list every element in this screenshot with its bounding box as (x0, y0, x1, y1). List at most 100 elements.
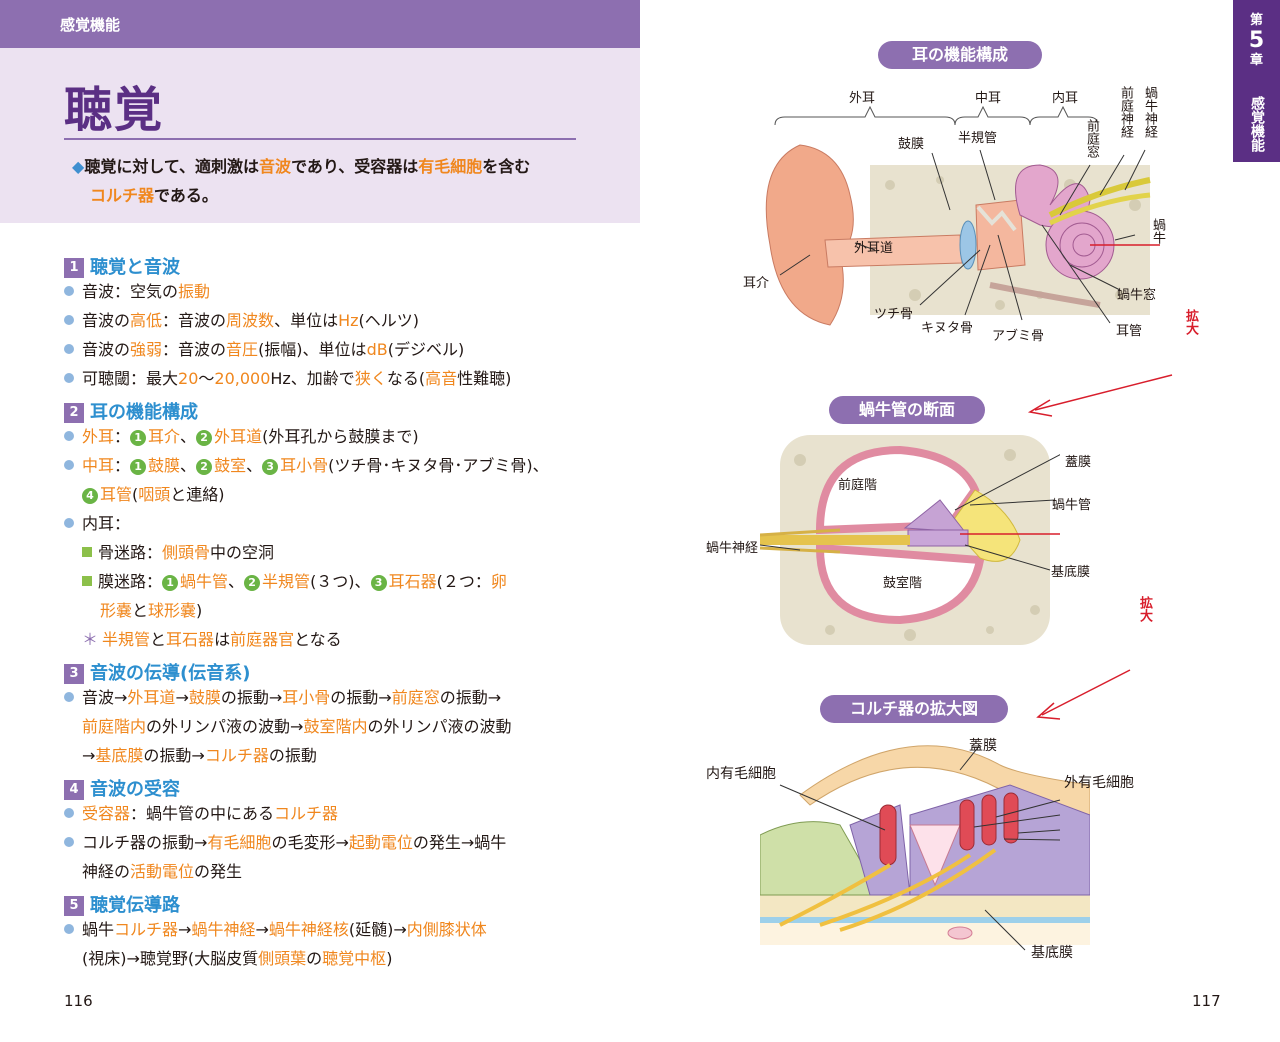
section-title: 音波の伝導(伝音系) (90, 663, 251, 684)
list-item: 可聴閾：最大20〜20,000Hz、加齢で狭くなる(高音性難聴) (64, 369, 511, 389)
zoom-arrow (1027, 374, 1173, 417)
label-cochlea: 蝸牛 (1150, 218, 1165, 244)
label-semicircular-canals: 半規管 (958, 131, 998, 146)
bullet-icon (64, 373, 74, 383)
list-item: 内耳： (64, 514, 130, 534)
page-number: 117 (1192, 992, 1221, 1010)
list-item: 音波：空気の振動 (64, 282, 210, 302)
list-item: コルチ器の振動→有毛細胞の毛変形→起動電位の発生→蝸牛 (64, 833, 506, 853)
section-heading: 2 耳の機能構成 (64, 398, 198, 423)
list-item: 神経の活動電位の発生 (82, 862, 243, 881)
list-item: 骨迷路：側頭骨中の空洞 (82, 543, 274, 563)
label-middle-ear: 中耳 (975, 91, 1002, 106)
label-vestibular-window: 前庭窓 (1084, 119, 1099, 158)
summary-highlight: 音波 (259, 157, 292, 176)
summary-highlight: コルチ器 (90, 186, 155, 205)
cochlear-duct-diagram (760, 435, 1060, 645)
bullet-icon (64, 692, 74, 702)
zoom-arrow (1036, 669, 1131, 720)
label-cochlear-nerve: 蝸牛神経 (706, 541, 759, 556)
section-number: 2 (64, 403, 84, 423)
summary-text: 聴覚に対して、適刺激は (84, 157, 260, 176)
label-incus: キヌタ骨 (921, 321, 974, 336)
label-stapes: アブミ骨 (992, 329, 1045, 344)
section-number: 4 (64, 780, 84, 800)
label-tectorial-membrane: 蓋膜 (969, 738, 997, 754)
bullet-icon (64, 431, 74, 441)
label-outer-ear: 外耳 (849, 91, 876, 106)
label-malleus: ツチ骨 (874, 307, 914, 322)
label-inner-hair-cell: 内有毛細胞 (706, 766, 776, 782)
label-tectorial-membrane: 蓋膜 (1065, 455, 1092, 470)
list-item: (視床)→聴覚野(大脳皮質側頭葉の聴覚中枢) (82, 949, 393, 968)
list-item: 音波→外耳道→鼓膜の振動→耳小骨の振動→前庭窓の振動→ (64, 688, 501, 708)
summary-text: である。 (154, 186, 218, 205)
chapter-number: 5 (1248, 28, 1265, 53)
square-bullet-icon (82, 576, 92, 586)
list-item: 受容器：蝸牛管の中にあるコルチ器 (64, 804, 338, 824)
page-title: 聴覚 (64, 82, 165, 138)
section-title: 聴覚伝導路 (90, 895, 180, 916)
bullet-icon (64, 518, 74, 528)
section-heading: 3 音波の伝導(伝音系) (64, 659, 251, 684)
label-basilar-membrane: 基底膜 (1031, 945, 1073, 961)
label-scala-vestibuli: 前庭階 (838, 478, 878, 493)
label-cochlear-duct: 蝸牛管 (1052, 498, 1092, 513)
bullet-icon (64, 315, 74, 325)
list-item: 形嚢と球形嚢) (100, 601, 203, 620)
bullet-icon (64, 837, 74, 847)
section-number: 1 (64, 258, 84, 278)
chapter-suffix: 章 (1249, 53, 1263, 68)
page-number: 116 (64, 992, 93, 1010)
header-band (0, 0, 640, 48)
chapter-tab (1233, 0, 1280, 162)
summary: ◆聴覚に対して、適刺激は音波であり、受容器は有毛細胞を含む コルチ器である。 (72, 152, 592, 210)
figure-title: 蝸牛管の断面 (829, 396, 985, 424)
zoom-label: 拡大 (1137, 596, 1152, 622)
bullet-icon (64, 286, 74, 296)
label-eustachian-tube: 耳管 (1116, 324, 1143, 339)
bullet-icon (64, 808, 74, 818)
list-item: 音波の強弱：音波の音圧(振幅)、単位はdB(デジベル) (64, 340, 464, 360)
label-vestibular-nerve: 前庭神経 (1118, 86, 1133, 138)
figure-title: 耳の機能構成 (878, 41, 1042, 69)
square-bullet-icon (82, 547, 92, 557)
section-number: 3 (64, 664, 84, 684)
bullet-icon (64, 460, 74, 470)
section-heading: 4 音波の受容 (64, 775, 180, 800)
list-item: 蝸牛コルチ器→蝸牛神経→蝸牛神経核(延髄)→内側膝状体 (64, 920, 487, 940)
section-heading: 1 聴覚と音波 (64, 253, 180, 278)
ear-diagram (765, 105, 1160, 326)
label-scala-tympani: 鼓室階 (883, 576, 923, 591)
chapter-side-title: 感覚機能 (1249, 96, 1265, 152)
label-outer-hair-cell: 外有毛細胞 (1064, 775, 1134, 791)
label-round-window: 蝸牛窓 (1117, 288, 1157, 303)
section-title: 耳の機能構成 (90, 402, 198, 423)
section-title: 音波の受容 (90, 779, 180, 800)
section-title: 聴覚と音波 (90, 257, 180, 278)
label-ear-canal: 外耳道 (854, 241, 894, 256)
section-number: 5 (64, 896, 84, 916)
list-item: →基底膜の振動→コルチ器の振動 (82, 746, 317, 765)
title-rule (64, 138, 576, 140)
figure-title: コルチ器の拡大図 (820, 695, 1008, 723)
zoom-label: 拡大 (1183, 309, 1198, 335)
organ-of-corti-diagram (760, 745, 1090, 951)
label-tympanic-membrane: 鼓膜 (898, 137, 925, 152)
title-panel (0, 48, 640, 223)
section-heading: 5 聴覚伝導路 (64, 891, 180, 916)
category-label: 感覚機能 (60, 16, 121, 34)
bullet-icon (64, 924, 74, 934)
summary-text: を含む (482, 157, 531, 176)
chapter-prefix: 第 (1249, 13, 1263, 28)
diamond-icon: ◆ (72, 157, 85, 176)
label-basilar-membrane: 基底膜 (1051, 565, 1091, 580)
list-item: 音波の高低：音波の周波数、単位はHz(ヘルツ) (64, 311, 419, 331)
bullet-icon (64, 344, 74, 354)
label-auricle: 耳介 (743, 276, 770, 291)
